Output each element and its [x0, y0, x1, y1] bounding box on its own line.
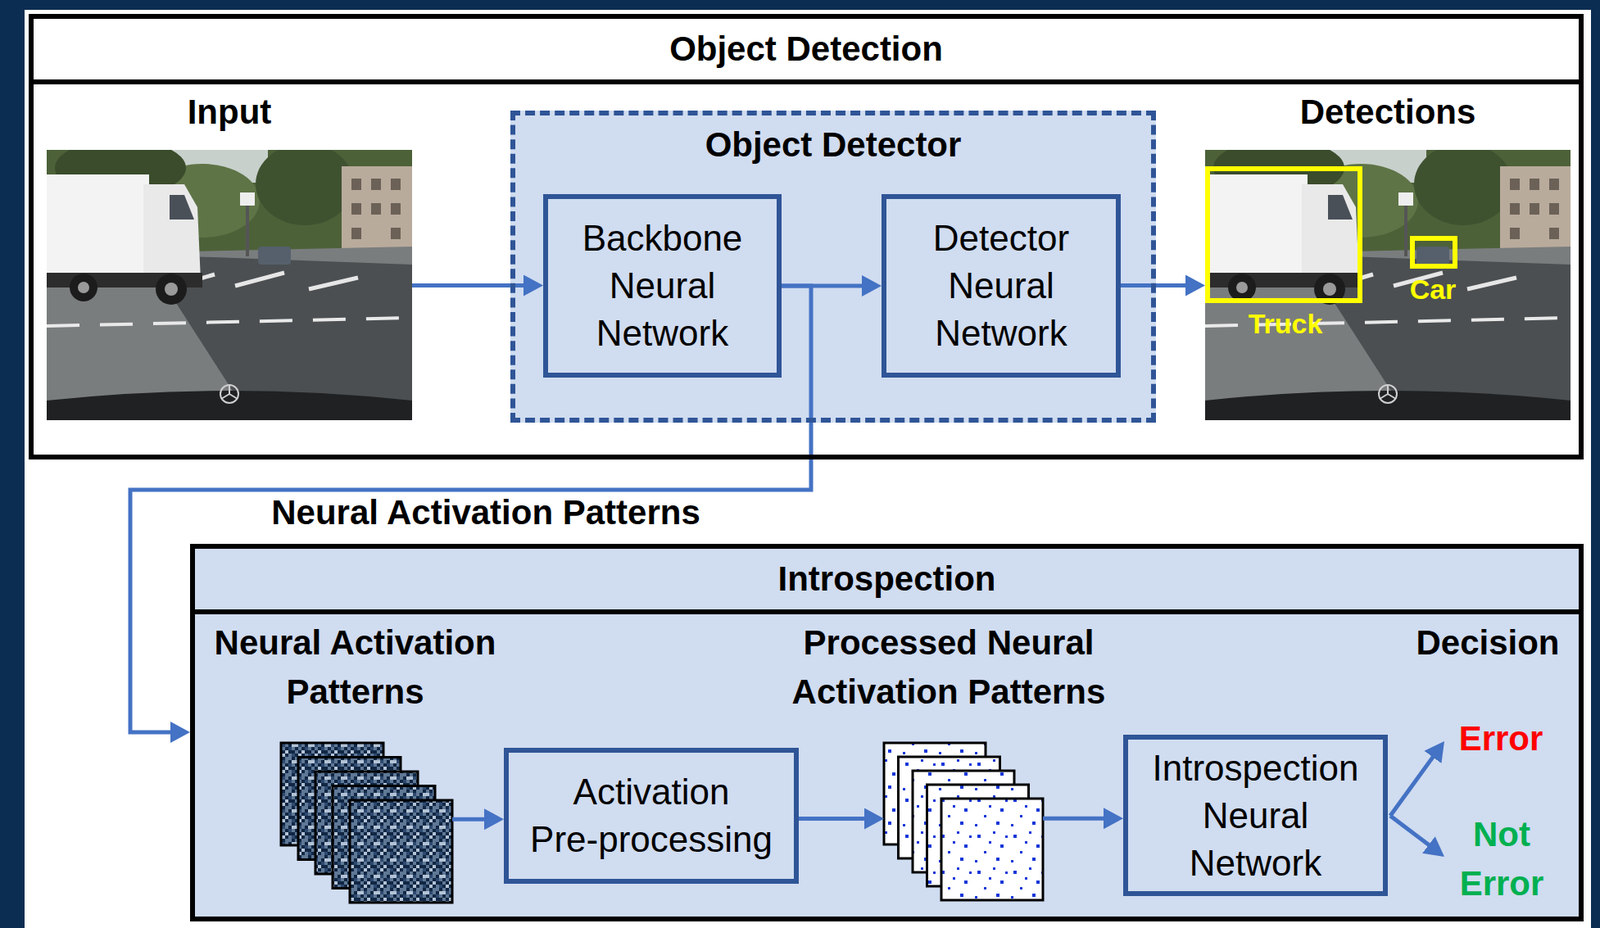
detection-label: Car	[1375, 272, 1491, 306]
detection-label: Truck	[1228, 307, 1343, 340]
box-label: Introspection Neural Network	[1144, 744, 1367, 888]
process-box: Activation Pre-processing	[503, 747, 799, 884]
feature-map	[941, 798, 1043, 901]
panel-ground	[190, 543, 1584, 922]
box-label: Activation Pre-processing	[527, 768, 776, 864]
image-panel: Neural Activation Patterns	[281, 743, 453, 903]
image-heading: Processed Neural Activation Patterns	[776, 618, 1121, 717]
panel-ground	[28, 13, 1584, 460]
feature-map	[349, 800, 453, 903]
activation-stack	[281, 743, 453, 903]
image-heading: Detections	[1215, 91, 1560, 133]
input-photo	[46, 139, 413, 421]
feature-map	[281, 743, 384, 846]
box-label: Detector Neural Network	[894, 214, 1108, 358]
connector-arrow	[412, 283, 525, 288]
decision-arrow	[1390, 756, 1434, 816]
connector-arrow	[1042, 816, 1105, 821]
detection-box	[1412, 238, 1455, 267]
feature-map	[912, 770, 1015, 873]
connector-arrow	[798, 816, 866, 821]
image-panel: Input	[46, 149, 413, 421]
feature-map	[883, 743, 986, 845]
box-label: Backbone Neural Network	[556, 214, 769, 358]
feature-map	[315, 771, 418, 875]
panel: InputBackbone Neural NetworkDetector Neu…	[28, 13, 1584, 460]
process-box: Detector Neural Network	[881, 194, 1121, 378]
image-heading: Neural Activation Patterns	[183, 618, 528, 717]
panel-title: Introspection	[194, 548, 1579, 615]
decision-arrow	[1390, 815, 1430, 846]
group-ground	[510, 110, 1156, 423]
feature-map	[898, 756, 1001, 859]
detections-photo	[1205, 139, 1571, 421]
feature-map	[298, 757, 401, 861]
process-box: Introspection Neural Network	[1123, 734, 1388, 897]
diagram-ground	[24, 9, 1591, 928]
panel: Neural Activation Patterns Activation Pre…	[190, 543, 1584, 922]
edge-label: Neural Activation Patterns	[223, 494, 748, 531]
group-title: Object Detector	[515, 115, 1152, 164]
image-heading: Input	[57, 91, 402, 133]
image-panel: Processed Neural Activation Patterns	[883, 743, 1043, 901]
group-box: Backbone Neural Network Detector Neural N…	[510, 110, 1156, 423]
decision-label: Not Error	[1452, 810, 1551, 909]
feature-map	[332, 786, 436, 889]
decision-label: Error	[1451, 714, 1551, 764]
image-panel: DetectionsTruckCar	[1205, 149, 1571, 421]
feature-map	[927, 784, 1029, 887]
process-box: Backbone Neural Network	[543, 194, 782, 378]
panel-title: Object Detection	[33, 18, 1579, 85]
processed-stack	[883, 743, 1043, 901]
decision-label: Decision	[1405, 618, 1570, 668]
detection-box	[1207, 168, 1360, 301]
connector-arrow	[781, 284, 863, 289]
connector-arrow	[452, 817, 485, 822]
